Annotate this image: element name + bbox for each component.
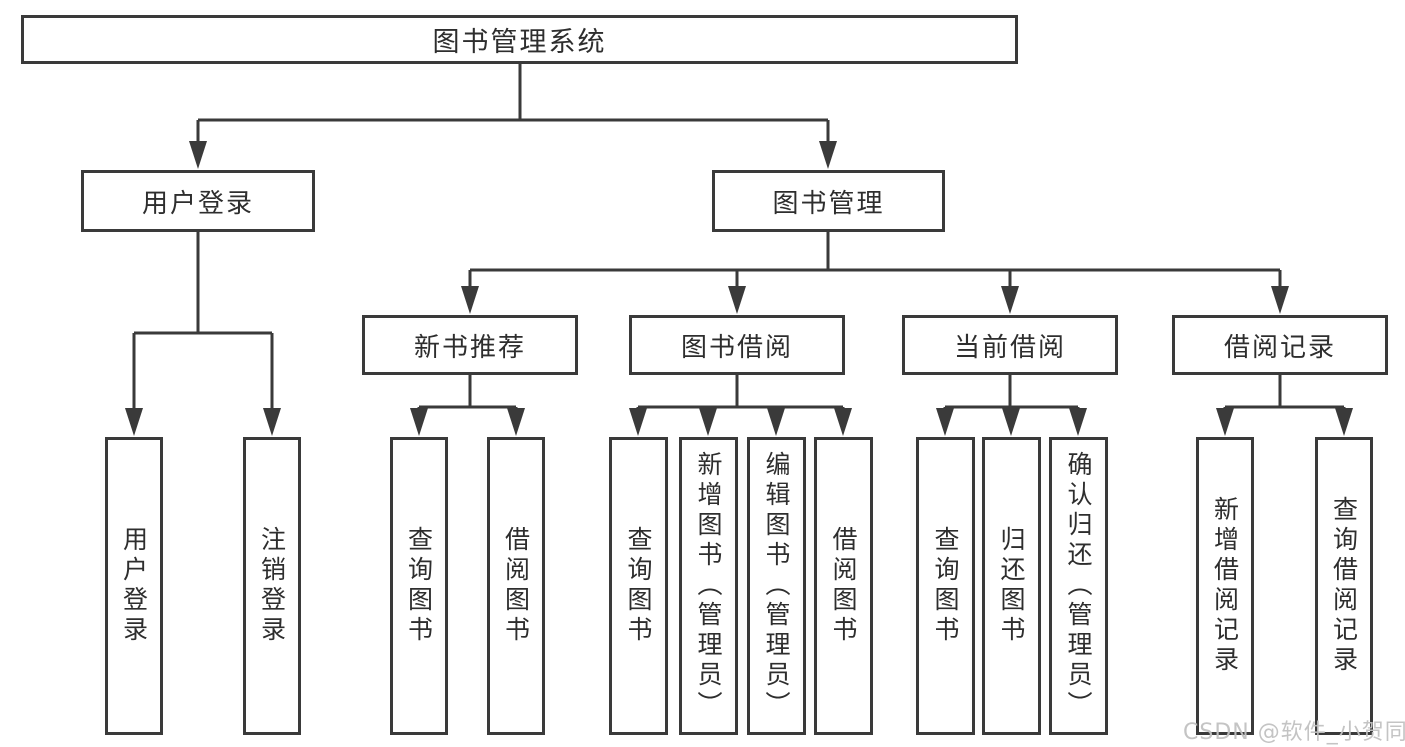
node-label: 借阅记录 — [1223, 332, 1336, 363]
leaf-query-books-current: 查询图书 — [916, 437, 975, 735]
node-label: 图书借阅 — [680, 332, 793, 363]
leaf-return-books: 归还图书 — [982, 437, 1041, 735]
node-book-borrowing: 图书借阅 — [629, 315, 845, 375]
leaf-borrow-books-recommend: 借阅图书 — [487, 437, 545, 735]
leaf-borrow-books-borrow: 借阅图书 — [814, 437, 873, 735]
node-label: 图书管理系统 — [432, 27, 607, 58]
leaf-label: 查询借阅记录 — [1329, 496, 1359, 676]
leaf-label: 查询图书 — [404, 526, 434, 646]
leaf-add-borrow-record: 新增借阅记录 — [1196, 437, 1254, 735]
node-borrowing-records: 借阅记录 — [1172, 315, 1388, 375]
leaf-label: 确认归还（管理员） — [1064, 451, 1093, 721]
leaf-query-books-borrow: 查询图书 — [609, 437, 668, 735]
node-book-management: 图书管理 — [712, 170, 945, 232]
node-label: 当前借阅 — [953, 332, 1066, 363]
leaf-query-books-recommend: 查询图书 — [390, 437, 448, 735]
leaf-label: 新增图书（管理员） — [694, 451, 723, 721]
leaf-query-borrow-record: 查询借阅记录 — [1315, 437, 1373, 735]
leaf-confirm-return-admin: 确认归还（管理员） — [1049, 437, 1108, 735]
node-label: 新书推荐 — [413, 332, 526, 363]
leaf-label: 借阅图书 — [501, 526, 531, 646]
arrowheads — [125, 141, 1353, 436]
leaf-user-login: 用户登录 — [105, 437, 163, 735]
node-user-login: 用户登录 — [81, 170, 315, 232]
leaf-label: 借阅图书 — [829, 526, 858, 646]
leaf-add-books-admin: 新增图书（管理员） — [679, 437, 738, 735]
leaf-logout: 注销登录 — [243, 437, 301, 735]
leaf-label: 查询图书 — [624, 526, 653, 646]
leaf-edit-books-admin: 编辑图书（管理员） — [747, 437, 806, 735]
leaf-label: 注销登录 — [257, 526, 287, 646]
leaf-label: 归还图书 — [997, 526, 1026, 646]
node-label: 用户登录 — [141, 188, 254, 219]
node-new-book-recommend: 新书推荐 — [362, 315, 578, 375]
leaf-label: 编辑图书（管理员） — [762, 451, 791, 721]
csdn-watermark: CSDN @软件_小贺同学 — [1183, 720, 1405, 745]
leaf-label: 查询图书 — [931, 526, 960, 646]
leaf-label: 用户登录 — [119, 526, 149, 646]
node-label: 图书管理 — [772, 188, 885, 219]
leaf-label: 新增借阅记录 — [1210, 496, 1240, 676]
node-current-borrowing: 当前借阅 — [902, 315, 1118, 375]
node-library-management-system: 图书管理系统 — [21, 15, 1018, 64]
